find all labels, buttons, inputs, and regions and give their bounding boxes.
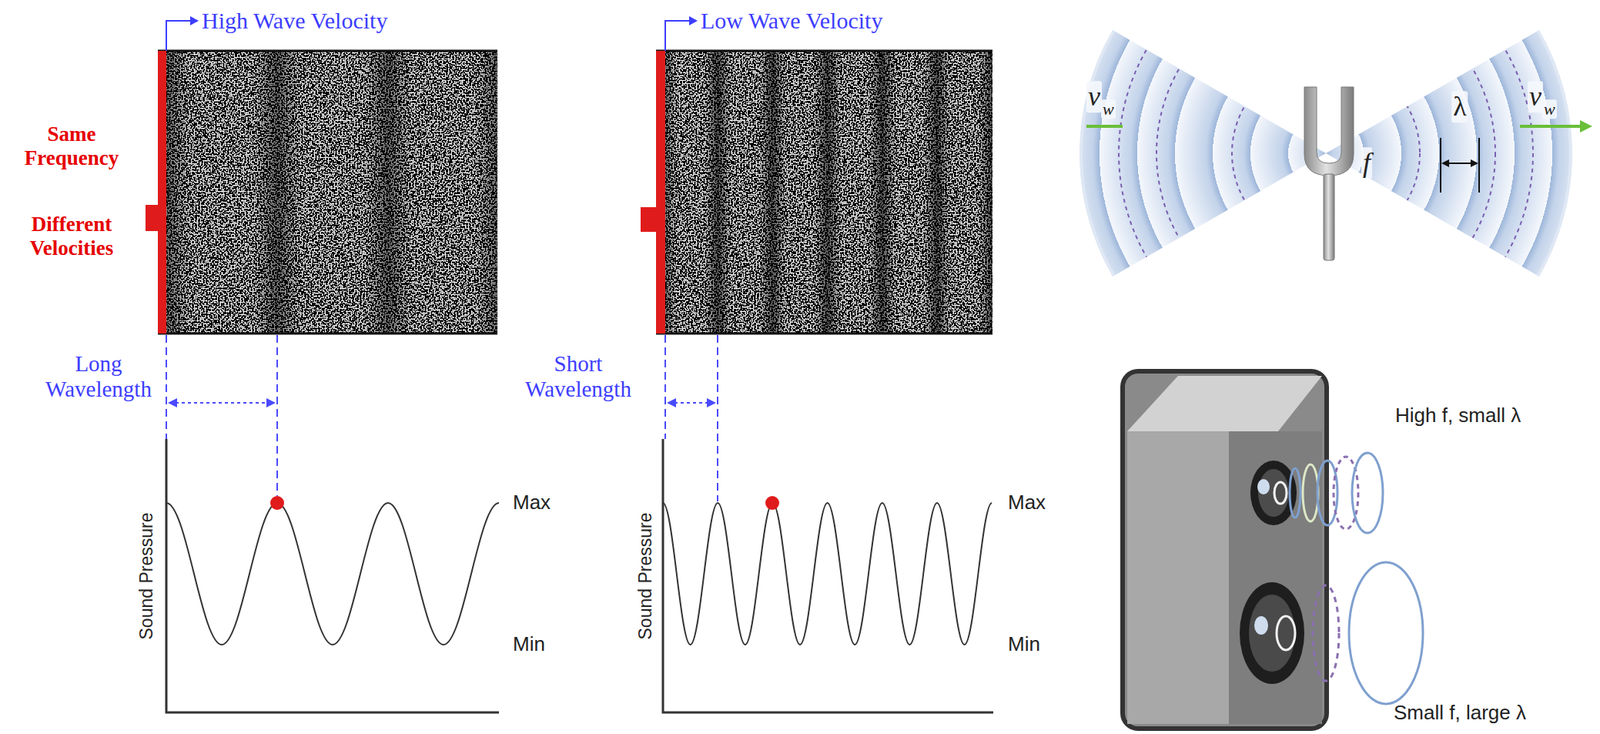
- axis-label: Sound Pressure: [136, 512, 157, 640]
- marker-dot: [270, 495, 285, 510]
- velocity-arrow: [665, 20, 690, 51]
- source-driver: [145, 204, 158, 231]
- guide-line: [276, 334, 278, 496]
- bracket-tick: [1439, 137, 1442, 193]
- symbol-label: f: [1361, 147, 1373, 179]
- axis-value: Min: [1007, 632, 1041, 657]
- wavefront: [1274, 482, 1287, 504]
- arrowhead: [167, 398, 178, 408]
- fork-handle: [1323, 174, 1335, 261]
- axis: [166, 438, 499, 713]
- speaker-front: [1228, 431, 1323, 724]
- arrowhead: [1441, 159, 1450, 168]
- source-plate: [157, 50, 167, 334]
- speaker-waves: [1274, 452, 1423, 704]
- arrowhead: [190, 16, 199, 26]
- graph-axes: [166, 438, 994, 713]
- medium-panel: [145, 50, 498, 334]
- velocity-label: High Wave Velocity: [201, 7, 388, 35]
- dashed-fronts: [1118, 0, 1534, 361]
- wavefront: [1156, 0, 1496, 323]
- symbol-label: v: [1527, 80, 1544, 113]
- velocity-arrow: [166, 20, 191, 51]
- wavelength-bracket: [1440, 137, 1480, 193]
- guide-line: [664, 334, 667, 439]
- panel-edge: [157, 332, 498, 335]
- guide-line: [716, 334, 719, 502]
- guide-line: [165, 334, 168, 439]
- symbol-label: v: [1086, 80, 1102, 113]
- source-driver: [640, 207, 657, 232]
- tweeter-cone: [1258, 468, 1289, 517]
- arrowhead: [666, 398, 677, 408]
- velocity-label: Low Wave Velocity: [700, 7, 883, 35]
- arrowhead: [689, 16, 698, 26]
- wavefront: [1312, 585, 1339, 681]
- medium-panel: [640, 50, 993, 334]
- wavefront: [1289, 468, 1301, 518]
- wavefront: [1276, 615, 1296, 650]
- panel-edge: [157, 50, 498, 53]
- wavefront: [1118, 0, 1534, 361]
- arrowhead: [1470, 159, 1479, 168]
- speaker: [1122, 371, 1327, 729]
- woofer-dome: [1254, 615, 1269, 635]
- panel-edge: [656, 332, 993, 335]
- bracket-line: [1447, 162, 1473, 165]
- note-label: Same Frequency: [6, 122, 138, 171]
- noise-fill: [665, 50, 993, 334]
- source-plate: [656, 50, 666, 334]
- axis: [662, 438, 994, 713]
- velocity-arrow: [1519, 124, 1582, 128]
- guide-lines: [166, 334, 718, 502]
- wavefront: [1348, 562, 1423, 704]
- arrowhead: [1579, 120, 1593, 133]
- pressure-curve: [662, 502, 992, 645]
- speaker-label: High f, small λ: [1395, 404, 1521, 428]
- axis-value: Max: [512, 491, 551, 515]
- wave-rings: [1077, 23, 1600, 285]
- compression-bands: [166, 50, 498, 334]
- speaker-body: [1122, 371, 1327, 729]
- speaker-side: [1127, 431, 1229, 724]
- symbol-subscript: w: [1101, 99, 1116, 119]
- symbol-subscript: w: [1542, 99, 1557, 119]
- wavefront: [1352, 452, 1383, 533]
- wave-fans: [1077, 0, 1600, 399]
- velocity-arrow: [1086, 124, 1123, 128]
- pressure-curve: [166, 502, 499, 645]
- symbol-label: λ: [1451, 90, 1468, 123]
- axis-value: Min: [512, 632, 546, 657]
- compression-bands: [665, 50, 993, 334]
- marker-dot: [765, 495, 780, 510]
- speaker-top: [1127, 375, 1323, 432]
- noise-fill: [166, 50, 498, 334]
- axis-value: Max: [1007, 491, 1046, 515]
- wavelength-arrow: [175, 401, 268, 404]
- bracket-tick: [1478, 137, 1480, 193]
- panel-edge: [656, 50, 993, 53]
- arrowhead: [266, 398, 276, 408]
- axis-label: Sound Pressure: [635, 512, 656, 640]
- wavelength-arrow: [674, 401, 709, 404]
- note-label: Different Velocities: [6, 212, 138, 261]
- fan-edge: [1081, 0, 1571, 399]
- wavelength-label: Long Wavelength: [40, 351, 157, 403]
- woofer-cone: [1248, 594, 1296, 672]
- wavelength-label: Short Wavelength: [520, 351, 636, 403]
- tuning-fork: [1304, 87, 1354, 176]
- arrowhead: [706, 398, 717, 408]
- woofer: [1239, 582, 1305, 684]
- tweeter-dome: [1257, 478, 1270, 495]
- speaker-label: Small f, large λ: [1393, 701, 1527, 725]
- wavefront: [1302, 464, 1319, 522]
